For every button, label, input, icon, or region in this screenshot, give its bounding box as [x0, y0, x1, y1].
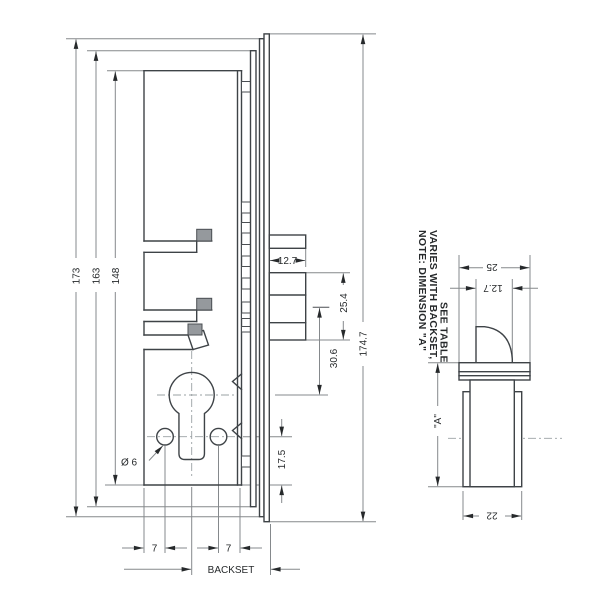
dim-label-latch-12-7: 12.7	[278, 256, 298, 267]
dim-label-30-6: 30.6	[329, 348, 340, 368]
note-line-1: NOTE: DIMENSION "A"	[416, 230, 428, 351]
latch-bolt	[268, 234, 307, 250]
case-notch-upper	[231, 373, 243, 391]
dimension-lines	[66, 33, 538, 575]
dim-label-148: 148	[111, 267, 122, 284]
dim-label-174-7: 174.7	[359, 331, 370, 356]
side-view	[458, 326, 531, 488]
dimension-labels: 173 163 148 174.7 12.7 25.4 30.6 17.5 Ø …	[72, 230, 503, 576]
gray-tab-3	[187, 323, 203, 336]
dim-label-side-A: "A"	[433, 414, 444, 428]
dim-label-side-25: 25	[486, 261, 498, 272]
gray-tab-1	[196, 228, 213, 242]
gray-tab-2	[196, 297, 213, 311]
deadbolt	[268, 272, 307, 341]
dim-label-hole-diameter: Ø 6	[121, 458, 138, 469]
note-line-2: VARIES WITH BACKSET,	[427, 230, 439, 359]
cylinder-cutout	[155, 371, 228, 461]
lock-case-outline	[143, 69, 243, 486]
case-internal-parts	[187, 81, 330, 468]
fixing-hole-left	[155, 427, 174, 446]
fixing-hole-right	[209, 427, 228, 446]
dim-label-side-22: 22	[486, 510, 498, 521]
dim-label-backset: BACKSET	[208, 565, 255, 576]
dim-label-163: 163	[92, 267, 103, 284]
faceplate-stack	[249, 33, 271, 523]
dim-label-173: 173	[72, 267, 83, 284]
dim-label-25-4: 25.4	[339, 293, 350, 313]
latch-bolt-head-profile	[475, 326, 513, 364]
dim-label-17-5: 17.5	[277, 449, 288, 469]
dim-label-7-right: 7	[226, 544, 232, 555]
bolts	[268, 234, 307, 341]
note-line-3: SEE TABLE	[438, 302, 450, 363]
lock-body-inner	[469, 379, 515, 488]
dim-label-7-left: 7	[152, 544, 158, 555]
dim-label-side-12-7: 12.7	[483, 282, 503, 293]
case-notch-lower	[231, 422, 243, 440]
